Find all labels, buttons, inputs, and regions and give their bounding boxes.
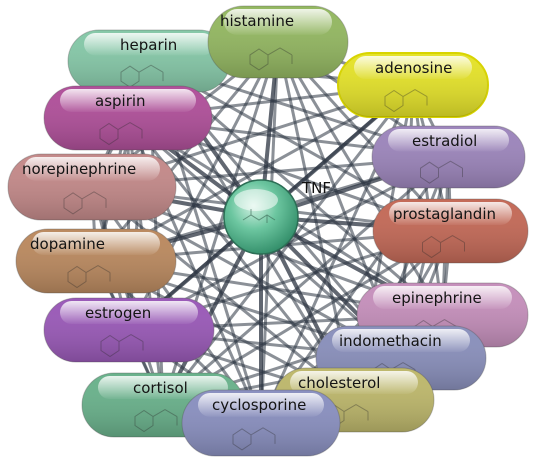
node-label-dopamine: dopamine bbox=[30, 235, 105, 253]
molecule-structure-icon bbox=[99, 121, 143, 146]
node-gloss bbox=[60, 89, 196, 113]
node-label-estradiol: estradiol bbox=[412, 132, 477, 150]
node-label-histamine: histamine bbox=[220, 12, 294, 30]
node-gloss bbox=[373, 286, 512, 310]
node-dopamine[interactable]: dopamine bbox=[15, 228, 177, 294]
node-label-cortisol: cortisol bbox=[133, 379, 188, 397]
node-estradiol[interactable]: estradiol bbox=[371, 125, 526, 189]
node-gloss bbox=[24, 157, 160, 181]
node-label-cholesterol: cholesterol bbox=[298, 374, 380, 392]
node-label-aspirin: aspirin bbox=[95, 92, 146, 110]
node-label-adenosine: adenosine bbox=[375, 59, 452, 77]
molecule-structure-icon bbox=[134, 408, 178, 433]
node-gloss bbox=[60, 301, 198, 325]
molecule-structure-icon bbox=[120, 64, 164, 88]
center-node-label: TNF bbox=[301, 179, 331, 197]
node-gloss bbox=[224, 9, 332, 35]
node-label-estrogen: estrogen bbox=[85, 304, 151, 322]
molecule-structure-icon bbox=[384, 88, 428, 113]
node-gloss bbox=[32, 232, 160, 256]
molecule-structure-icon bbox=[422, 234, 465, 259]
node-cyclosporine[interactable]: cyclosporine bbox=[181, 389, 341, 457]
edge-histamine-epinephrine bbox=[276, 40, 444, 317]
molecule-structure-icon bbox=[249, 47, 293, 71]
node-gloss bbox=[290, 371, 418, 395]
node-estrogen[interactable]: estrogen bbox=[43, 297, 215, 363]
edge-estradiol-cortisol bbox=[161, 155, 450, 407]
edge-histamine-dopamine bbox=[94, 40, 280, 263]
molecule-structure-icon bbox=[100, 333, 144, 358]
center-node[interactable]: TNF bbox=[223, 179, 331, 255]
node-gloss bbox=[388, 129, 509, 152]
node-label-norepinephrine: norepinephrine bbox=[22, 160, 136, 178]
node-gloss bbox=[389, 202, 512, 226]
node-histamine[interactable]: histamine bbox=[207, 5, 349, 79]
node-label-epinephrine: epinephrine bbox=[392, 289, 482, 307]
molecule-structure-icon bbox=[67, 264, 111, 289]
node-gloss bbox=[198, 393, 324, 417]
node-label-indomethacin: indomethacin bbox=[339, 332, 442, 350]
node-label-prostaglandin: prostaglandin bbox=[393, 205, 496, 223]
node-gloss bbox=[98, 376, 228, 400]
compound-nodes: heparin histamine adenosine aspirin estradio… bbox=[7, 5, 529, 457]
node-aspirin[interactable]: aspirin bbox=[43, 85, 213, 151]
node-label-heparin: heparin bbox=[120, 36, 177, 54]
node-gloss bbox=[84, 33, 214, 56]
node-adenosine[interactable]: adenosine bbox=[337, 52, 489, 118]
node-heparin[interactable]: heparin bbox=[67, 29, 231, 93]
edge-norepinephrine-cortisol bbox=[90, 185, 165, 407]
node-gloss bbox=[332, 329, 470, 353]
molecule-structure-icon bbox=[63, 191, 107, 215]
molecule-structure-icon bbox=[232, 427, 276, 451]
node-gloss bbox=[354, 56, 472, 80]
molecule-structure-icon bbox=[420, 160, 463, 184]
node-label-cyclosporine: cyclosporine bbox=[212, 396, 306, 414]
node-norepinephrine[interactable]: norepinephrine bbox=[7, 153, 177, 221]
node-prostaglandin[interactable]: prostaglandin bbox=[372, 198, 529, 264]
